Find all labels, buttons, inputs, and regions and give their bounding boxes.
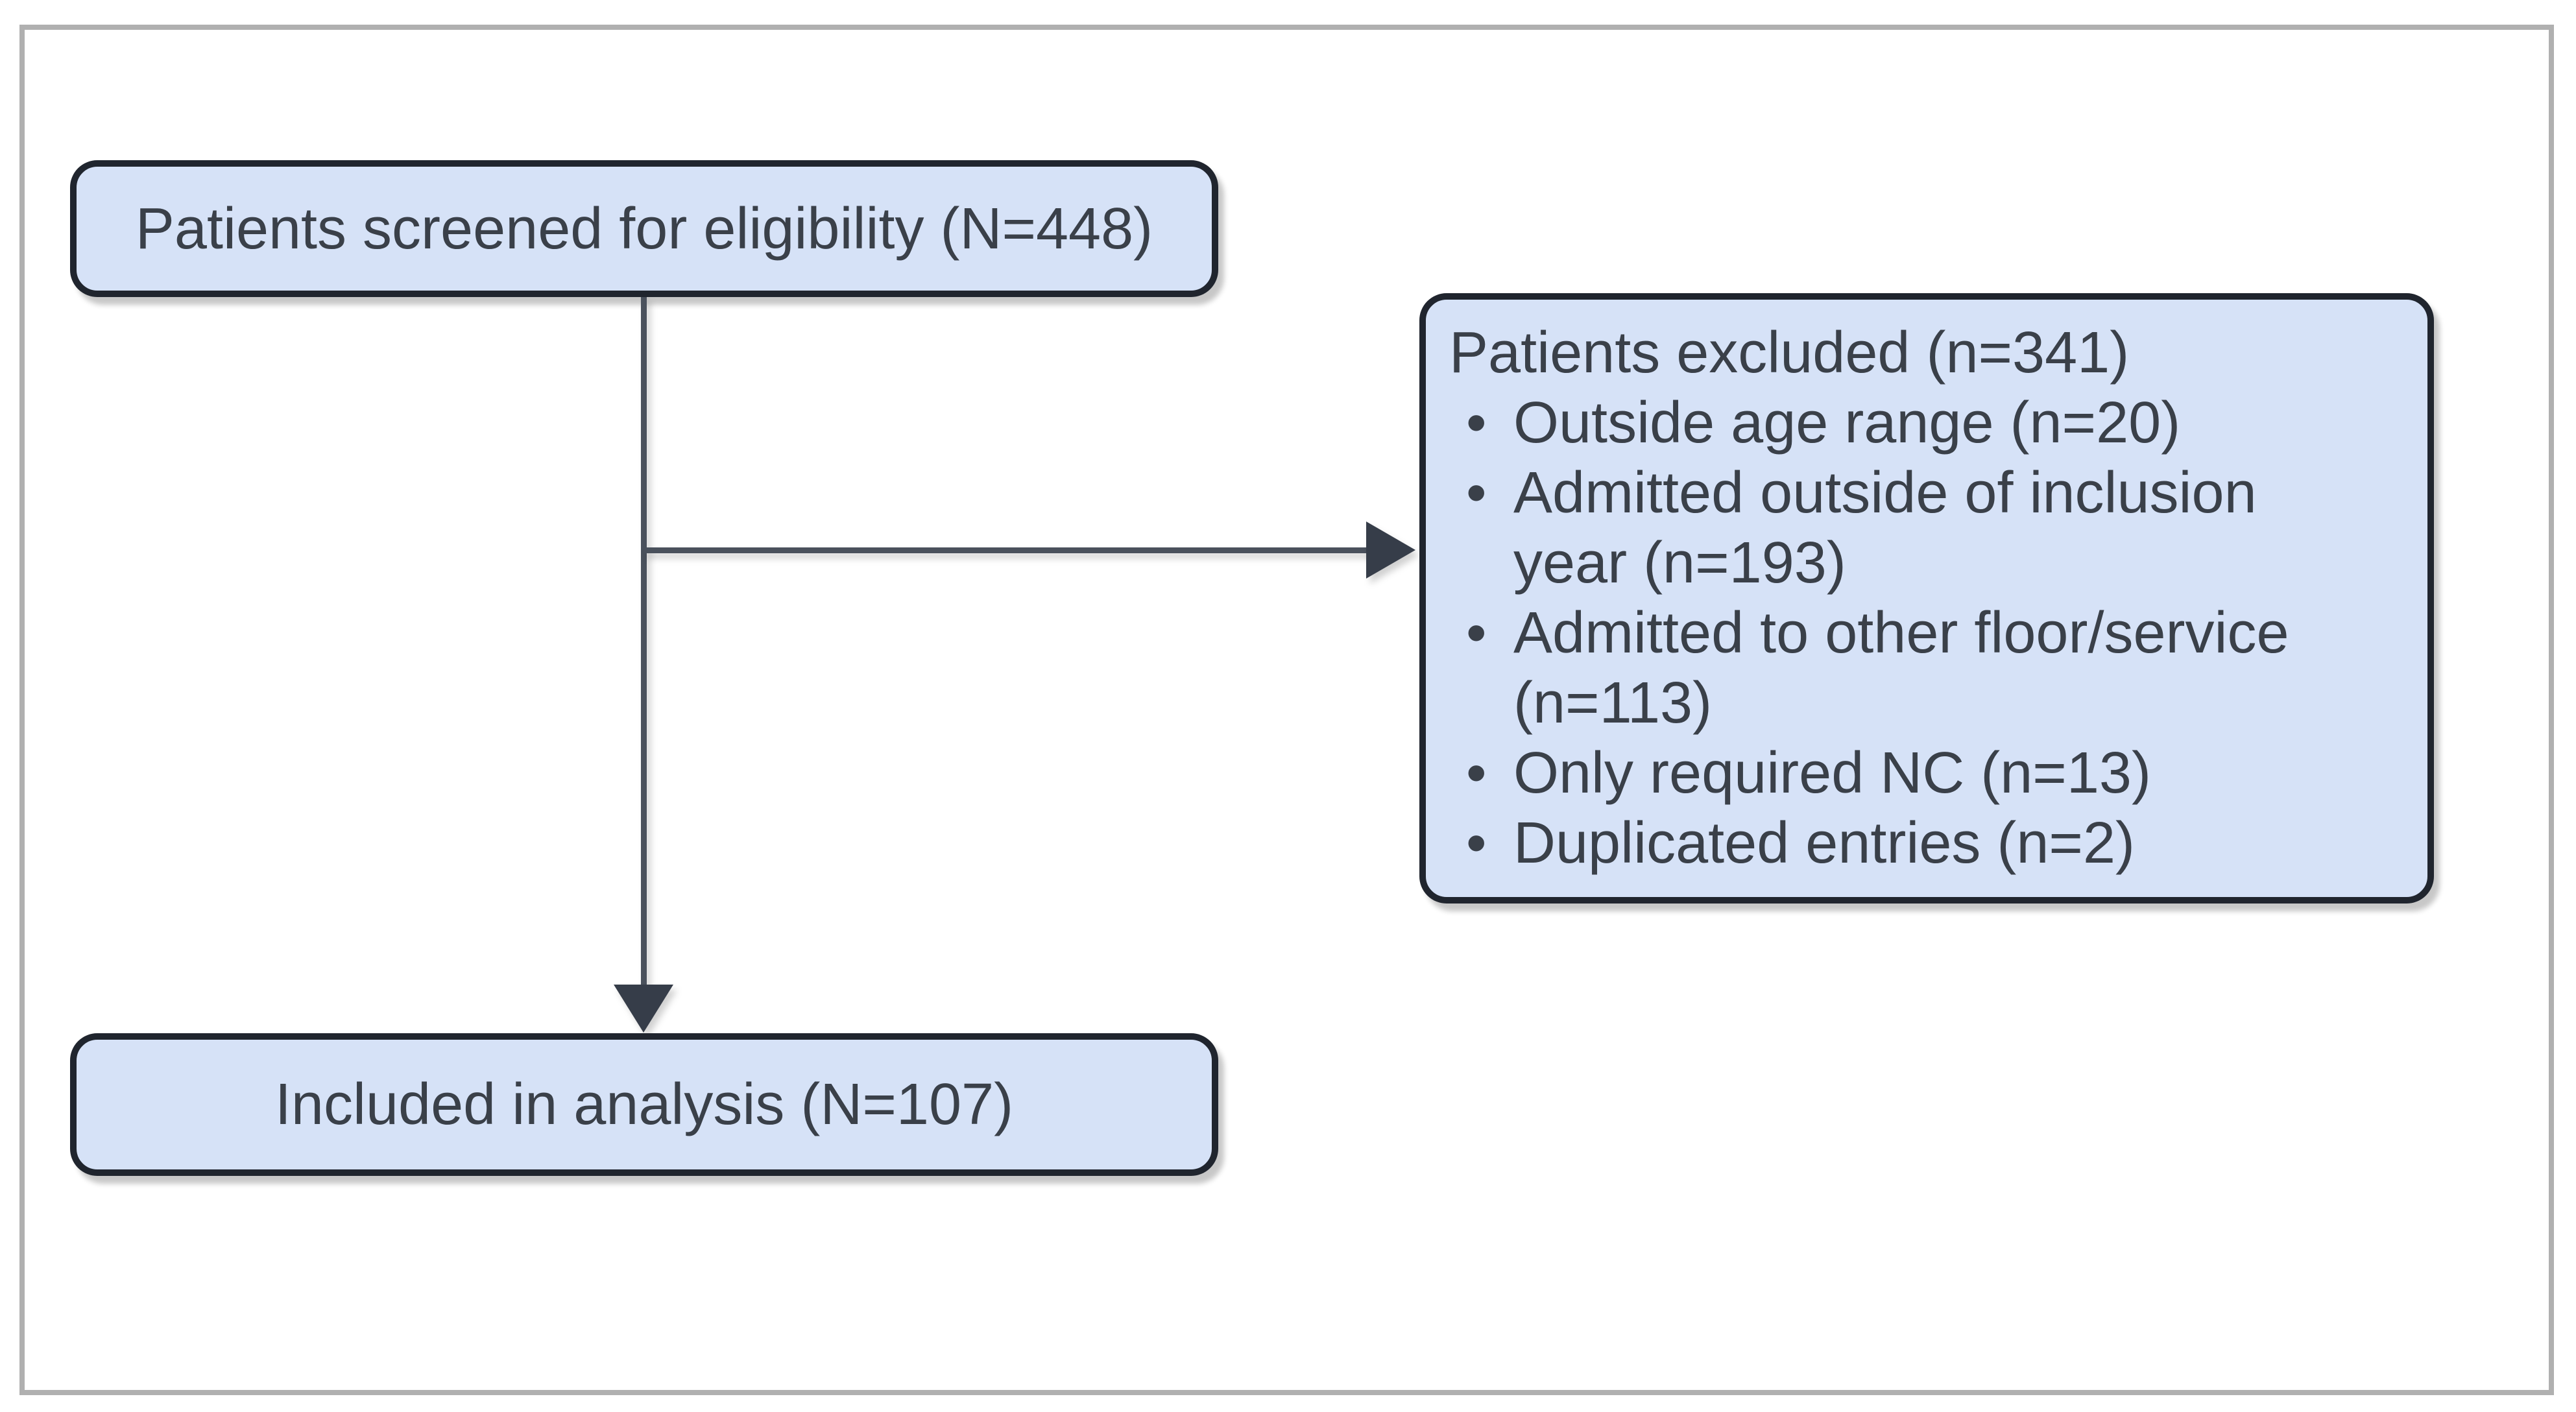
excluded-box: Patients excluded (n=341) Outside age ra… xyxy=(1419,293,2434,903)
connector-horizontal-line xyxy=(644,547,1370,553)
diagram-border-frame xyxy=(19,25,2554,1395)
excluded-reason-item: Duplicated entries (n=2) xyxy=(1449,808,2357,878)
excluded-reason-item: Admitted to other floor/service (n=113) xyxy=(1449,598,2357,738)
connector-vertical-line xyxy=(641,297,647,986)
arrowhead-right-icon xyxy=(1366,521,1415,579)
excluded-reason-item: Outside age range (n=20) xyxy=(1449,388,2357,458)
screened-box-label: Patients screened for eligibility (N=448… xyxy=(135,196,1153,261)
screened-box: Patients screened for eligibility (N=448… xyxy=(70,160,1218,297)
included-box-label: Included in analysis (N=107) xyxy=(274,1072,1014,1137)
excluded-reason-item: Only required NC (n=13) xyxy=(1449,738,2357,808)
excluded-reason-item: Admitted outside of inclusion year (n=19… xyxy=(1449,458,2357,598)
excluded-box-title: Patients excluded (n=341) xyxy=(1449,320,2130,385)
excluded-reasons-list: Outside age range (n=20) Admitted outsid… xyxy=(1449,388,2416,878)
arrowhead-down-icon xyxy=(614,985,673,1033)
included-box: Included in analysis (N=107) xyxy=(70,1033,1218,1176)
